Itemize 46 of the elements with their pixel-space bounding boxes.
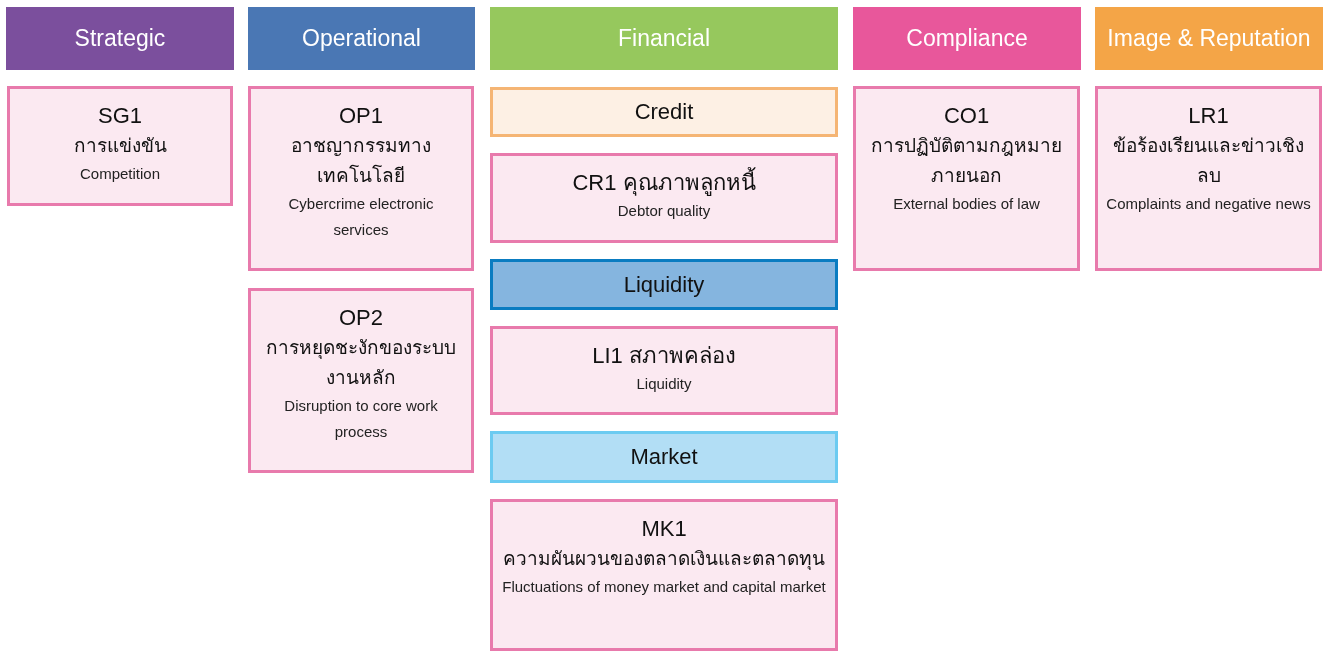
risk-description: Cybercrime electronic services <box>287 194 435 240</box>
risk-description: Complaints and negative news <box>1106 194 1311 214</box>
risk-card <box>490 499 838 651</box>
risk-code: OP1 <box>339 102 383 130</box>
risk-code: CR1 คุณภาพลูกหนี้ <box>572 168 756 198</box>
risk-card <box>248 288 474 473</box>
risk-code: LI1 สภาพคล่อง <box>592 342 736 370</box>
risk-card <box>1095 86 1322 271</box>
category-title: Strategic <box>74 24 166 53</box>
subcategory-bar <box>490 259 838 310</box>
risk-title: การปฏิบัติตามกฎหมายภายนอก <box>870 134 1063 188</box>
risk-description: Liquidity <box>636 374 692 394</box>
risk-description: Competition <box>79 164 160 184</box>
risk-title: การแข่งขัน <box>73 134 167 158</box>
risk-code: MK1 <box>641 515 687 543</box>
risk-title: การหยุดชะงักของระบบงานหลัก <box>265 336 457 390</box>
category-title: Operational <box>302 24 421 53</box>
category-header <box>248 7 475 70</box>
risk-code: SG1 <box>98 102 142 130</box>
category-header <box>490 7 838 70</box>
risk-card <box>853 86 1080 271</box>
risk-description: External bodies of law <box>893 194 1040 214</box>
category-title: Compliance <box>906 24 1028 53</box>
risk-code: CO1 <box>943 102 990 130</box>
risk-code: LR1 <box>1188 102 1229 130</box>
risk-card <box>248 86 474 271</box>
risk-description: Fluctuations of money market and capital market <box>502 577 826 597</box>
category-header <box>853 7 1081 70</box>
subcategory-bar <box>490 431 838 483</box>
risk-code: OP2 <box>339 304 383 332</box>
risk-title: ความผันผวนของตลาดเงินและตลาดทุน <box>503 547 825 572</box>
subcategory-bar <box>490 87 838 137</box>
subcategory-title: Market <box>630 443 698 471</box>
category-title: Image & Reputation <box>1107 24 1311 53</box>
category-header <box>6 7 234 70</box>
subcategory-title: Credit <box>634 98 694 126</box>
risk-card <box>490 326 838 415</box>
category-header <box>1095 7 1323 70</box>
subcategory-title: Liquidity <box>623 270 705 299</box>
risk-description: Disruption to core work process <box>283 396 439 442</box>
risk-title: อาชญากรรมทางเทคโนโลยี <box>290 134 432 188</box>
risk-card <box>490 153 838 243</box>
category-title: Financial <box>617 24 710 53</box>
risk-description: Debtor quality <box>617 201 711 221</box>
risk-title: ข้อร้องเรียนและข่าวเชิงลบ <box>1112 134 1305 188</box>
risk-card <box>7 86 233 206</box>
